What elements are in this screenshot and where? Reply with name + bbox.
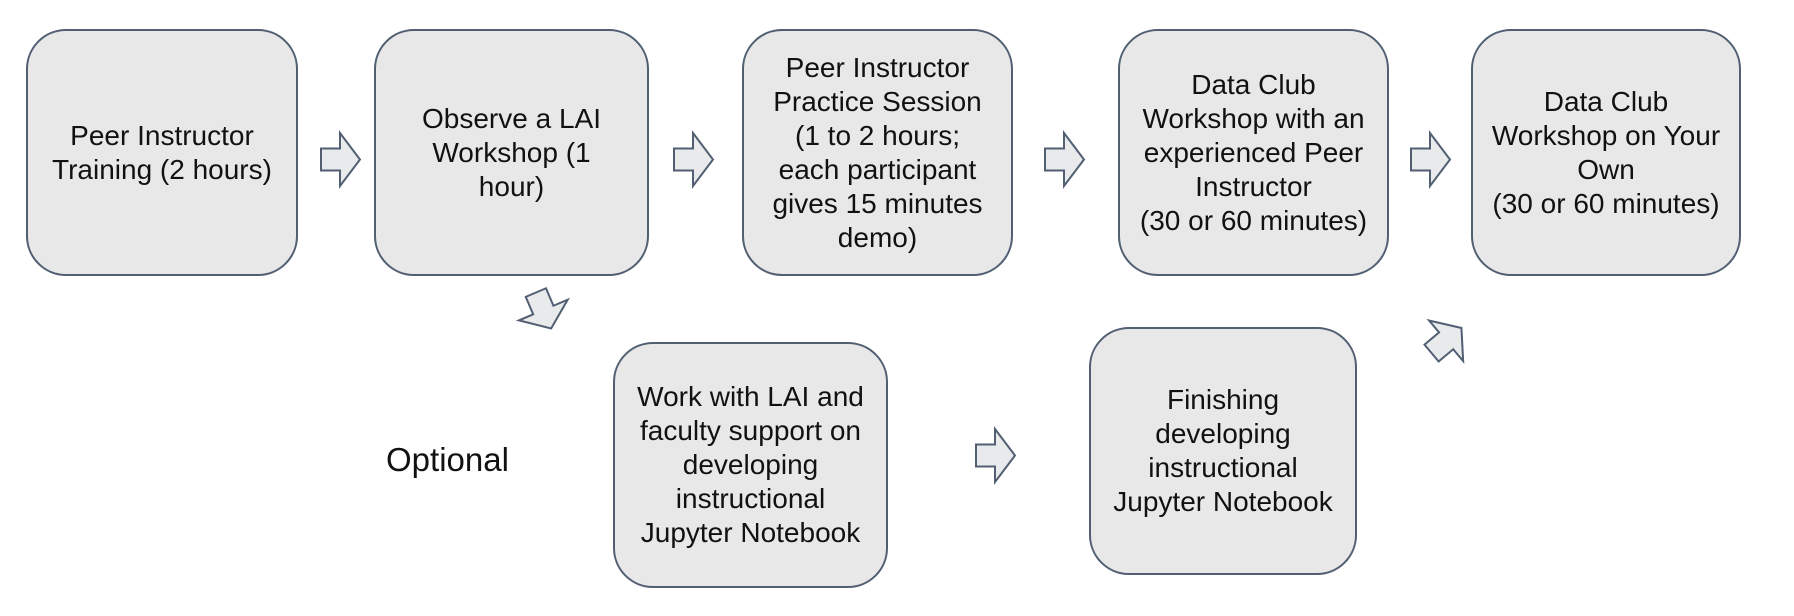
step-workshop-on-your-own: Data Club Workshop on Your Own (30 or 60… — [1471, 29, 1741, 276]
right-arrow-icon — [673, 130, 715, 189]
step-practice-session: Peer Instructor Practice Session (1 to 2… — [742, 29, 1013, 276]
diagonal-up-arrow-icon — [1413, 306, 1480, 374]
right-arrow-icon — [320, 130, 362, 189]
right-arrow-icon — [975, 426, 1017, 485]
step-label: Finishing developing instructional Jupyt… — [1113, 384, 1333, 517]
step-workshop-with-experienced-instructor: Data Club Workshop with an experienced P… — [1118, 29, 1389, 276]
step-peer-instructor-training: Peer Instructor Training (2 hours) — [26, 29, 298, 276]
step-label: Work with LAI and faculty support on dev… — [637, 381, 864, 548]
optional-label: Optional — [386, 441, 509, 478]
step-finish-developing-notebook: Finishing developing instructional Jupyt… — [1089, 327, 1357, 575]
step-label: Peer Instructor Training (2 hours) — [52, 119, 272, 185]
step-label: Observe a LAI Workshop (1 hour) — [422, 102, 601, 202]
step-work-with-lai-support: Work with LAI and faculty support on dev… — [613, 342, 888, 588]
step-label: Data Club Workshop on Your Own (30 or 60… — [1491, 85, 1721, 219]
right-arrow-icon — [1044, 130, 1086, 189]
right-arrow-icon — [1410, 130, 1452, 189]
step-observe-lai-workshop: Observe a LAI Workshop (1 hour) — [374, 29, 649, 276]
step-label: Peer Instructor Practice Session (1 to 2… — [772, 51, 983, 253]
diagonal-down-arrow-icon — [510, 281, 577, 340]
step-label: Data Club Workshop with an experienced P… — [1139, 68, 1368, 236]
